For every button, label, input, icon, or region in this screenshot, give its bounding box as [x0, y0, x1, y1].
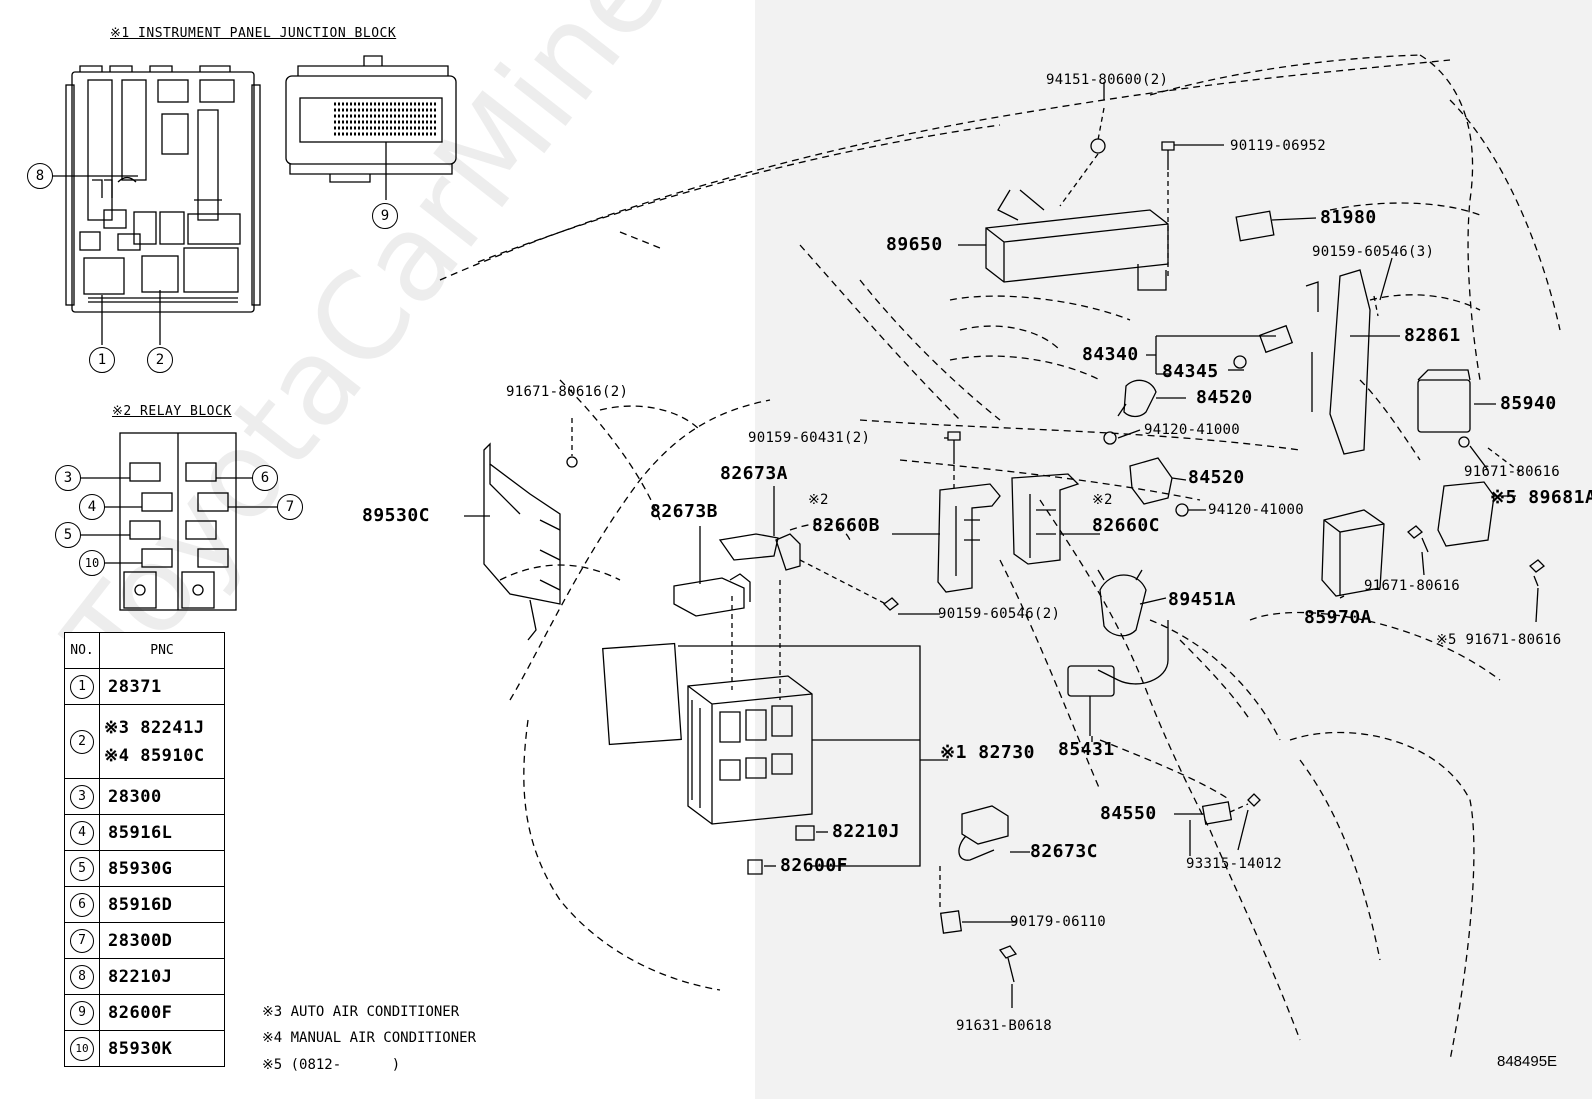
table-row: 1 28371 [64, 668, 225, 705]
dashboard-outline [439, 54, 1561, 1061]
part-label-90159-2: 90159-60546(2) [938, 606, 1061, 622]
note-3: ※3 AUTO AIR CONDITIONER [262, 1004, 460, 1020]
callout-3: 3 [55, 465, 81, 491]
part-label-93315: 93315-14012 [1186, 856, 1283, 872]
part-label-82660c: 82660C [1092, 515, 1161, 536]
part-label-90119: 90119-06952 [1230, 138, 1327, 154]
callout-6: 6 [252, 465, 278, 491]
note-4: ※4 MANUAL AIR CONDITIONER [262, 1030, 477, 1046]
part-label-84520-upper: 84520 [1196, 387, 1253, 408]
pnc-table: NO. PNC 1 28371 2 ※3 82241J ※4 85910C 3 … [64, 632, 225, 1067]
table-row: 7 28300D [64, 922, 225, 959]
row-pnc: 28371 [99, 668, 225, 705]
part-label-84345: 84345 [1162, 361, 1219, 382]
background-panel [755, 0, 1592, 1099]
part-label-84550: 84550 [1100, 803, 1157, 824]
part-label-89451a: 89451A [1168, 589, 1237, 610]
part-label-89681a: ※5 89681A [1490, 487, 1592, 508]
callout-10: 10 [79, 550, 105, 576]
relay-block-title: ※2 RELAY BLOCK [112, 404, 232, 419]
part-label-90159-3: 90159-60546(3) [1312, 244, 1435, 260]
callout-7: 7 [277, 494, 303, 520]
installation-lines [571, 107, 1521, 910]
part-label-89530c: 89530C [362, 505, 431, 526]
callout-4: 4 [79, 494, 105, 520]
row-pnc: 85916L [99, 814, 225, 851]
part-label-85970a: 85970A [1304, 607, 1373, 628]
part-label-89650: 89650 [886, 234, 943, 255]
row-pnc: ※4 85910C [104, 745, 205, 766]
part-label-91671-2: 91671-80616(2) [506, 384, 629, 400]
part-label-90179: 90179-06110 [1010, 914, 1107, 930]
part-label-85431: 85431 [1058, 739, 1115, 760]
table-row: 9 82600F [64, 994, 225, 1031]
part-label-90159-431: 90159-60431(2) [748, 430, 871, 446]
row-number: 10 [70, 1036, 94, 1061]
part-label-81980: 81980 [1320, 207, 1377, 228]
row-pnc: 82210J [99, 958, 225, 995]
part-label-84520-lower: 84520 [1188, 467, 1245, 488]
callout-9: 9 [372, 203, 398, 229]
part-label-91631: 91631-B0618 [956, 1018, 1053, 1034]
row-number: 2 [70, 729, 94, 754]
row-pnc: 85916D [99, 886, 225, 923]
row-pnc: 28300 [99, 778, 225, 815]
part-label-82673a: 82673A [720, 463, 789, 484]
part-label-94120-upper: 94120-41000 [1144, 422, 1241, 438]
part-label-82673c: 82673C [1030, 841, 1099, 862]
junction-block-title: ※1 INSTRUMENT PANEL JUNCTION BLOCK [110, 26, 397, 41]
note-mark-2a: ※2 [808, 492, 829, 508]
part-label-91671-right-3: ※5 91671-80616 [1436, 632, 1562, 648]
row-pnc: ※3 82241J [104, 717, 205, 738]
part-label-91671-right-2: 91671-80616 [1364, 578, 1461, 594]
junction-block-drawing [52, 65, 261, 345]
part-label-84340: 84340 [1082, 344, 1139, 365]
part-label-91671-right-1: 91671-80616 [1464, 464, 1561, 480]
row-number: 6 [70, 892, 94, 917]
part-label-94120-lower: 94120-41000 [1208, 502, 1305, 518]
row-pnc: 85930G [99, 850, 225, 887]
table-row: 8 82210J [64, 958, 225, 995]
row-number: 9 [70, 1000, 94, 1025]
table-row: 6 85916D [64, 886, 225, 923]
part-label-82673b: 82673B [650, 501, 719, 522]
callout-2: 2 [147, 347, 173, 373]
part-label-82600f: 82600F [780, 855, 849, 876]
row-number: 3 [70, 784, 94, 809]
part-label-82660b: 82660B [812, 515, 881, 536]
header-pnc: PNC [99, 632, 225, 669]
callout-5: 5 [55, 522, 81, 548]
table-row: 3 28300 [64, 778, 225, 815]
row-number: 7 [70, 928, 94, 953]
row-number: 4 [70, 820, 94, 845]
components [483, 138, 1545, 983]
table-row: 10 85930K [64, 1030, 225, 1067]
relay-block-drawing [80, 432, 278, 611]
part-label-82861: 82861 [1404, 325, 1461, 346]
table-header-row: NO. PNC [64, 632, 225, 669]
table-row: 2 ※3 82241J ※4 85910C [64, 704, 225, 779]
row-number: 1 [70, 674, 94, 699]
part-label-85940: 85940 [1500, 393, 1557, 414]
table-row: 4 85916L [64, 814, 225, 851]
row-pnc: 82600F [99, 994, 225, 1031]
part-label-94151: 94151-80600(2) [1046, 72, 1169, 88]
callout-1: 1 [89, 347, 115, 373]
row-number: 8 [70, 964, 94, 989]
junction-block-connector-drawing [285, 55, 457, 200]
callout-8: 8 [27, 163, 53, 189]
row-pnc: 28300D [99, 922, 225, 959]
header-no: NO. [64, 632, 100, 669]
note-mark-2b: ※2 [1092, 492, 1113, 508]
row-pnc: 85930K [99, 1030, 225, 1067]
note-5: ※5 (0812- ) [262, 1057, 401, 1073]
row-number: 5 [70, 856, 94, 881]
leader-lines [464, 82, 1539, 1008]
drawing-code: 848495E [1497, 1053, 1558, 1070]
table-row: 5 85930G [64, 850, 225, 887]
part-label-82210j: 82210J [832, 821, 901, 842]
part-label-82730: ※1 82730 [940, 742, 1035, 763]
